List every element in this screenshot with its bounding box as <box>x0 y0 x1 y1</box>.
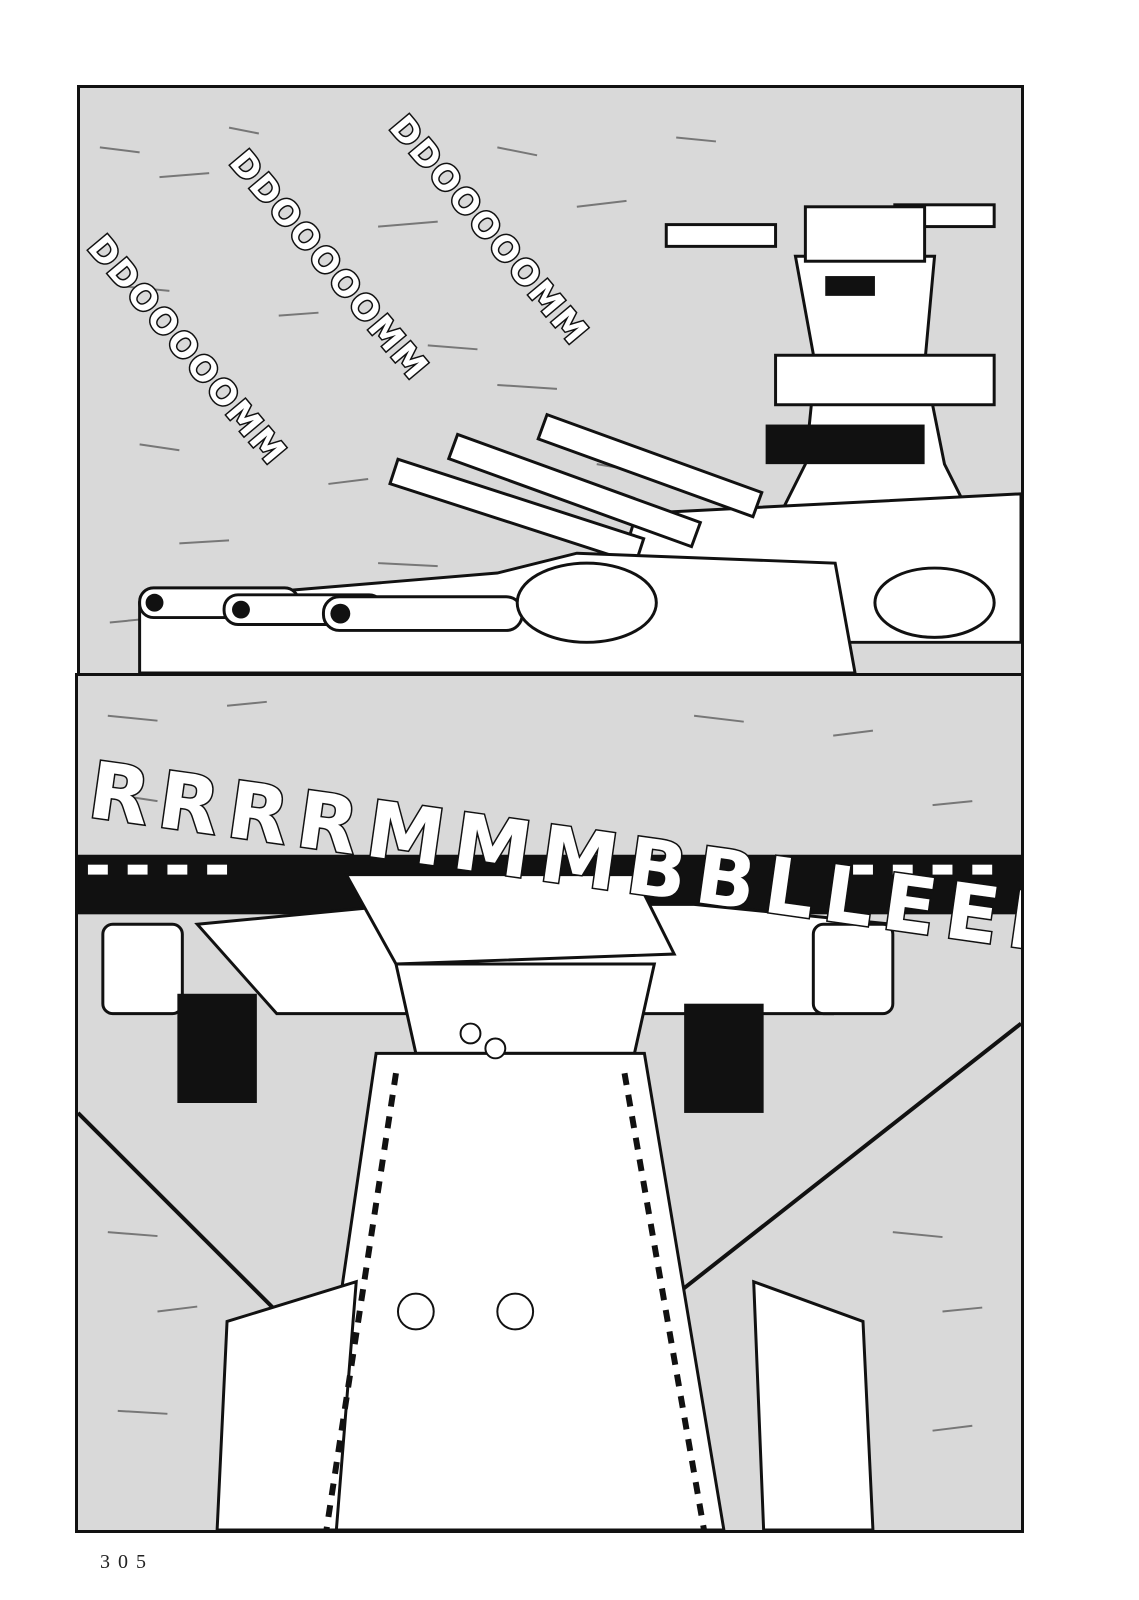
manga-panel-bottom: RRRRMMMBBLLEEE <box>75 673 1024 1533</box>
manga-panel-top: DDOOOOOMM DDOOOOOMM DDOOOOOMM <box>77 85 1024 676</box>
battleship-guns-art <box>99 126 1021 673</box>
page-number: 305 <box>100 1551 154 1573</box>
battleship-bridge-art <box>78 700 1021 1530</box>
